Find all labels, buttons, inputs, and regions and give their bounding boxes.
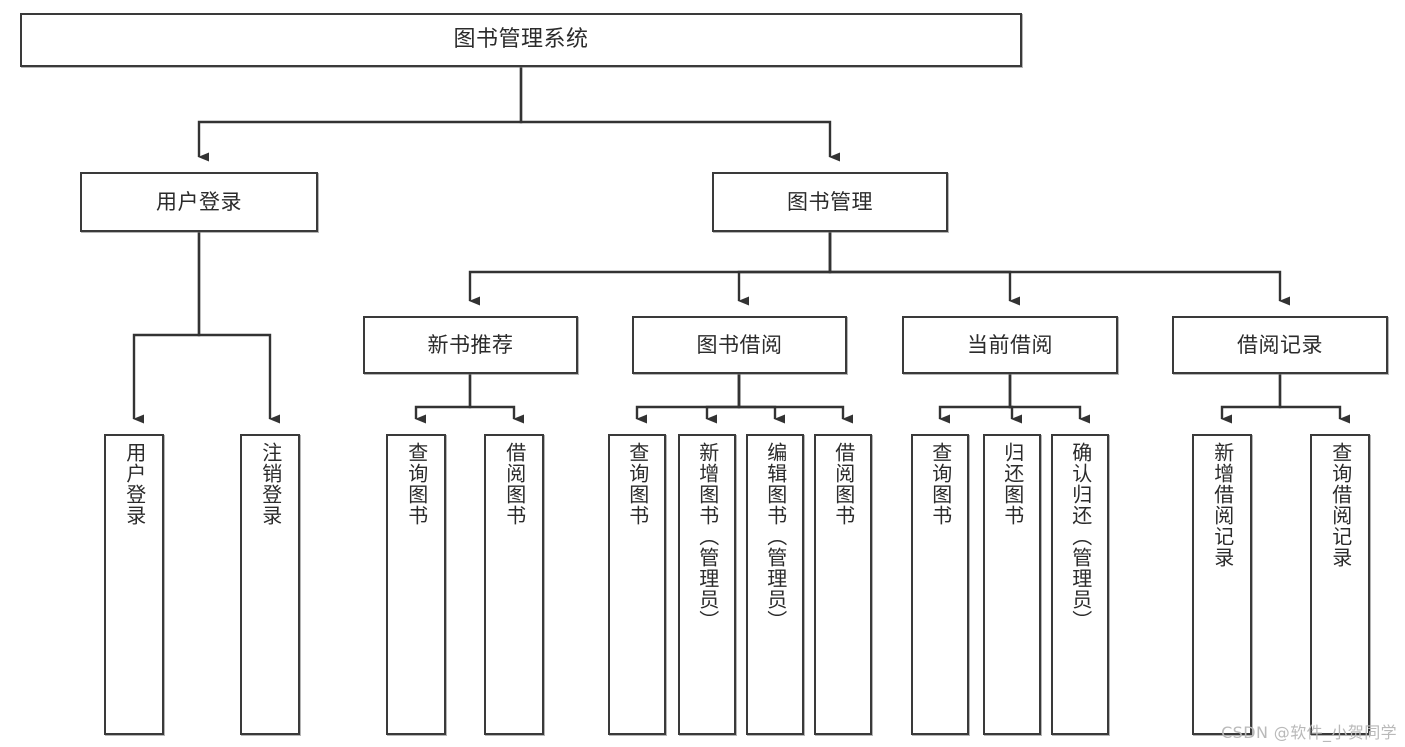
node-label: 当前借阅 <box>967 332 1053 357</box>
level1-node-0[interactable]: 用户登录 <box>80 172 318 232</box>
node-label: 用户登录 <box>122 442 147 526</box>
connector-17 <box>1220 374 1282 424</box>
level1-node-1[interactable]: 图书管理 <box>712 172 948 232</box>
connector-16 <box>1008 374 1090 424</box>
connector-18 <box>1278 374 1350 424</box>
node-label: 新增借阅记录 <box>1210 442 1235 568</box>
node-label: 查询借阅记录 <box>1328 442 1353 568</box>
connector-12 <box>737 374 785 424</box>
leaf-node-11[interactable]: 新增借阅记录 <box>1192 434 1252 735</box>
connector-5 <box>737 232 832 306</box>
leaf-node-2[interactable]: 查询图书 <box>386 434 446 735</box>
csdn-watermark: CSDN @软件_小贺同学 <box>1221 723 1397 742</box>
connector-14 <box>938 374 1012 424</box>
root-node-0[interactable]: 图书管理系统 <box>20 13 1022 67</box>
connector-1 <box>519 67 840 162</box>
connector-13 <box>737 374 853 424</box>
leaf-node-8[interactable]: 查询图书 <box>911 434 969 735</box>
node-label: 图书管理 <box>787 189 873 214</box>
connector-10 <box>635 374 741 424</box>
node-label: 新增图书（管理员） <box>695 442 720 631</box>
connector-11 <box>705 374 741 424</box>
node-label: 确认归还（管理员） <box>1068 442 1093 631</box>
connector-4 <box>468 232 832 306</box>
connector-0 <box>197 67 523 162</box>
node-label: 借阅图书 <box>831 442 856 526</box>
node-label: 用户登录 <box>156 189 242 214</box>
node-label: 查询图书 <box>928 442 953 526</box>
connector-8 <box>414 374 472 424</box>
leaf-node-5[interactable]: 新增图书（管理员） <box>678 434 736 735</box>
leaf-node-3[interactable]: 借阅图书 <box>484 434 544 735</box>
connector-9 <box>468 374 524 424</box>
leaf-node-4[interactable]: 查询图书 <box>608 434 666 735</box>
connector-3 <box>197 232 280 424</box>
leaf-node-10[interactable]: 确认归还（管理员） <box>1051 434 1109 735</box>
connector-15 <box>1008 374 1022 424</box>
level2-node-3[interactable]: 借阅记录 <box>1172 316 1388 374</box>
leaf-node-9[interactable]: 归还图书 <box>983 434 1041 735</box>
connector-7 <box>828 232 1290 306</box>
leaf-node-6[interactable]: 编辑图书（管理员） <box>746 434 804 735</box>
node-label: 图书管理系统 <box>453 27 589 53</box>
level2-node-2[interactable]: 当前借阅 <box>902 316 1118 374</box>
node-label: 归还图书 <box>1000 442 1025 526</box>
leaf-node-7[interactable]: 借阅图书 <box>814 434 872 735</box>
node-label: 编辑图书（管理员） <box>763 442 788 631</box>
leaf-node-0[interactable]: 用户登录 <box>104 434 164 735</box>
leaf-node-12[interactable]: 查询借阅记录 <box>1310 434 1370 735</box>
node-label: 注销登录 <box>258 442 283 526</box>
leaf-node-1[interactable]: 注销登录 <box>240 434 300 735</box>
node-label: 借阅图书 <box>502 442 527 526</box>
connector-6 <box>828 232 1020 306</box>
level2-node-0[interactable]: 新书推荐 <box>363 316 578 374</box>
node-label: 图书借阅 <box>696 332 783 357</box>
node-label: 查询图书 <box>404 442 429 526</box>
node-label: 借阅记录 <box>1237 332 1323 357</box>
connector-2 <box>132 232 201 424</box>
node-label: 新书推荐 <box>427 332 514 357</box>
level2-node-1[interactable]: 图书借阅 <box>632 316 847 374</box>
node-label: 查询图书 <box>625 442 650 526</box>
